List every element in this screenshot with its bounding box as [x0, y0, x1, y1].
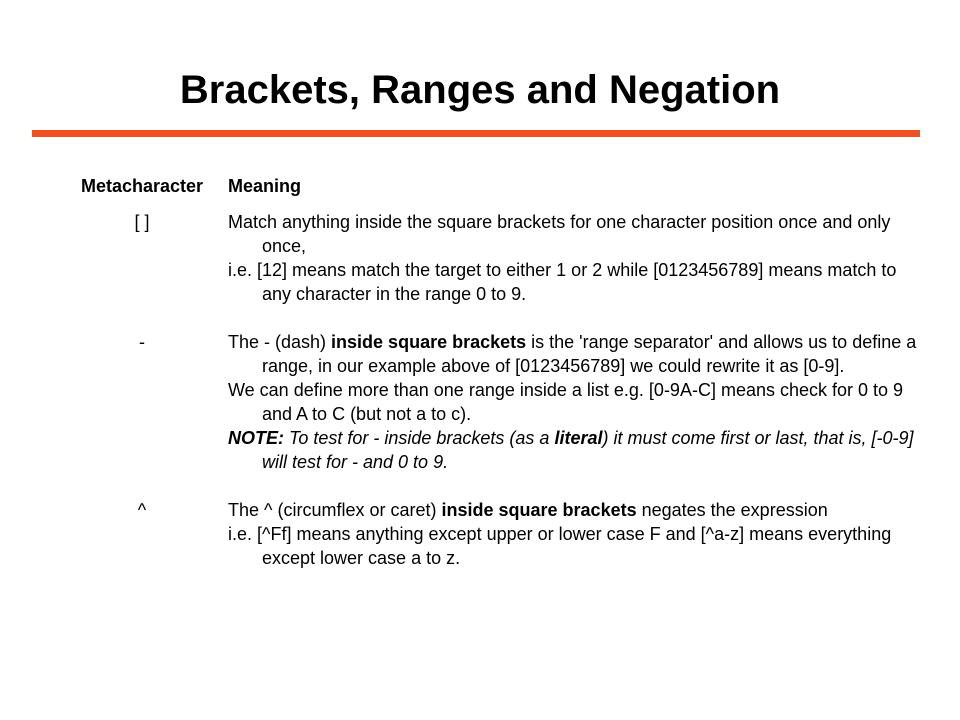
page-title: Brackets, Ranges and Negation: [179, 68, 781, 112]
note-paragraph: NOTE: To test for - inside brackets (as …: [228, 426, 920, 474]
meaning-cell: The - (dash) inside square brackets is t…: [228, 330, 920, 474]
table-row-brackets: [ ] Match anything inside the square bra…: [60, 210, 920, 306]
metacharacter-cell: -: [139, 332, 145, 352]
text-run: The ^ (circumflex or caret): [228, 500, 442, 520]
header-metacharacter: Metacharacter: [80, 176, 204, 196]
emphasis-text: literal: [554, 428, 603, 448]
meaning-paragraph: The ^ (circumflex or caret) inside squar…: [228, 498, 920, 522]
meaning-cell: The ^ (circumflex or caret) inside squar…: [228, 498, 920, 570]
emphasis-text: inside square brackets: [331, 332, 527, 352]
metacharacter-table: Metacharacter Meaning [ ] Match anything…: [60, 174, 920, 570]
note-label: NOTE:: [228, 428, 284, 448]
text-run: negates the expression: [636, 500, 828, 520]
text-run: is the 'range separator' and allows us t…: [262, 332, 917, 376]
emphasis-text: inside square brackets: [441, 500, 637, 520]
meaning-paragraph: The - (dash) inside square brackets is t…: [228, 330, 920, 378]
meaning-paragraph: i.e. [^Ff] means anything except upper o…: [228, 524, 892, 568]
table-row-caret: ^ The ^ (circumflex or caret) inside squ…: [60, 498, 920, 570]
text-run: ) it must come first or last, that is, […: [262, 428, 914, 472]
text-run: The - (dash): [228, 332, 332, 352]
text-run: To test for - inside brackets (as a: [284, 428, 555, 448]
table-row-dash: - The - (dash) inside square brackets is…: [60, 330, 920, 474]
title-divider: [32, 130, 920, 137]
metacharacter-cell: [ ]: [134, 212, 150, 232]
meaning-paragraph: Match anything inside the square bracket…: [228, 212, 891, 256]
meaning-paragraph: i.e. [12] means match the target to eith…: [228, 260, 897, 304]
table-header-row: Metacharacter Meaning: [60, 174, 920, 198]
meaning-paragraph: We can define more than one range inside…: [228, 380, 904, 424]
metacharacter-cell: ^: [137, 500, 147, 520]
meaning-cell: Match anything inside the square bracket…: [228, 210, 920, 306]
header-meaning: Meaning: [228, 176, 302, 196]
